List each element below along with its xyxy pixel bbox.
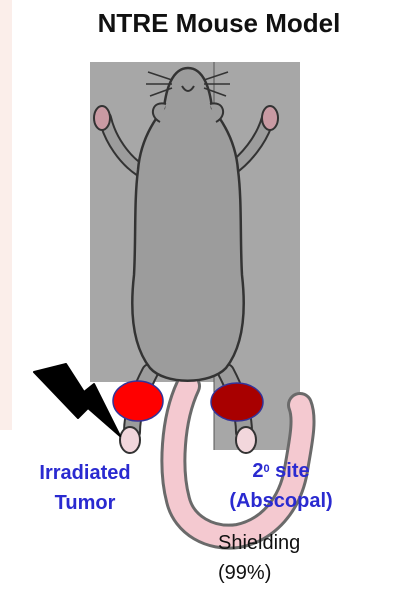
abscopal-site-label: 20 site (Abscopal) (206, 456, 356, 516)
irradiated-label-line1: Irradiated (10, 458, 160, 488)
site-label-line1: 20 site (206, 456, 356, 486)
site-prefix: 2 (252, 460, 263, 482)
left-front-paw (94, 106, 110, 130)
right-front-paw (262, 106, 278, 130)
site-word: site (270, 460, 310, 482)
irradiated-tumor (113, 381, 163, 421)
shielding-line1: Shielding (218, 528, 388, 558)
abscopal-tumor (211, 383, 263, 421)
right-hind-paw (236, 427, 256, 453)
shielding-label: Shielding (99%) (218, 528, 388, 588)
left-hind-paw (120, 427, 140, 453)
site-superscript: 0 (263, 463, 269, 475)
irradiated-tumor-label: Irradiated Tumor (10, 458, 160, 518)
irradiated-label-line2: Tumor (10, 488, 160, 518)
shielding-line2: (99%) (218, 558, 388, 588)
site-label-line2: (Abscopal) (206, 486, 356, 516)
